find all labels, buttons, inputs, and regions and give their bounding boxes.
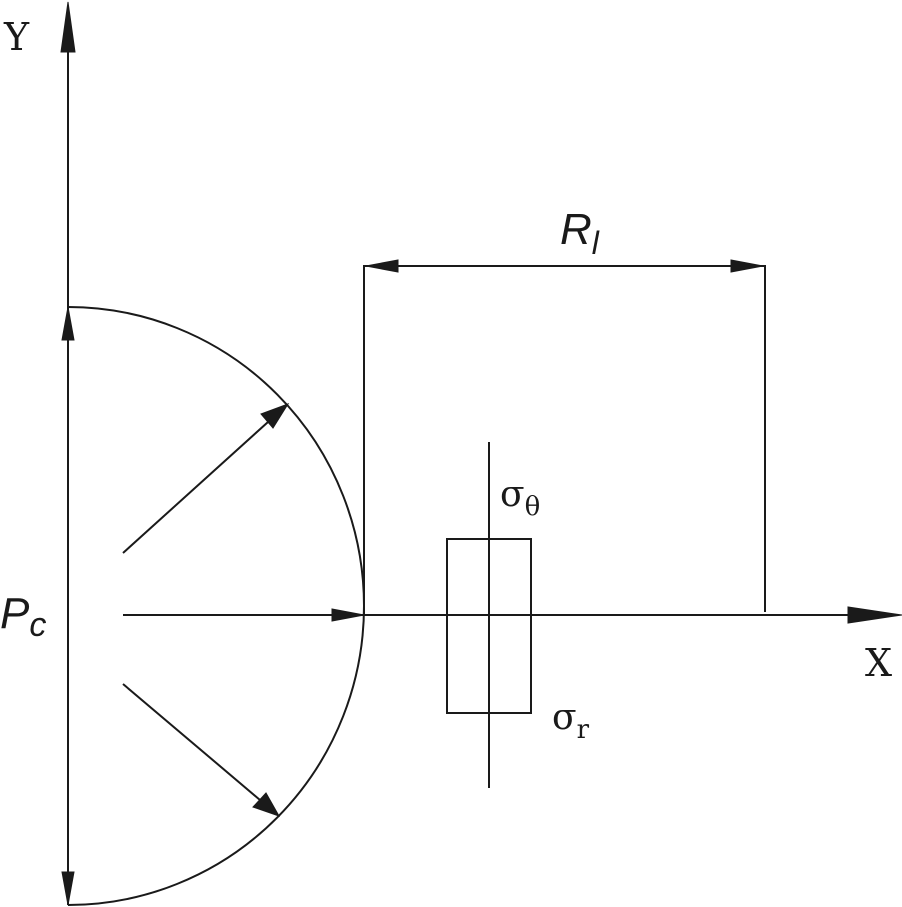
cavity-top-arrowhead [61,306,75,341]
sigma-r-sub: r [577,715,590,745]
pressure-label: Pc [0,589,46,644]
sigma-theta-main: σ [500,474,525,515]
radius-label-main: R [560,205,592,254]
pressure-label-main: P [0,589,30,638]
pressure-label-sub: c [29,606,46,644]
x-axis [123,606,902,624]
y-axis-label: Y [3,15,30,59]
cavity-boundary [67,306,365,906]
radius-label-sub: l [592,225,600,261]
sigma-r-label: σr [552,697,590,745]
sigma-theta-sub: θ [525,492,541,522]
y-axis-arrowhead [60,1,76,53]
radius-label: Rl [560,205,600,261]
cavity-bottom-arrowhead [61,871,75,906]
pressure-arrow-middle [331,608,365,622]
sigma-r-main: σ [552,697,577,738]
pressure-arrow-lower [122,683,281,817]
radius-dimension-left-arrowhead [365,259,399,273]
x-axis-arrowhead [847,606,902,624]
radius-dimension-right-arrowhead [730,259,764,273]
y-axis [60,1,76,905]
pressure-arrow-upper [122,403,290,554]
sigma-theta-label: σθ [500,474,540,522]
stress-element-box [446,538,532,714]
stress-element [446,442,532,788]
radius-dimension [363,259,766,615]
x-axis-label: X [865,641,892,685]
